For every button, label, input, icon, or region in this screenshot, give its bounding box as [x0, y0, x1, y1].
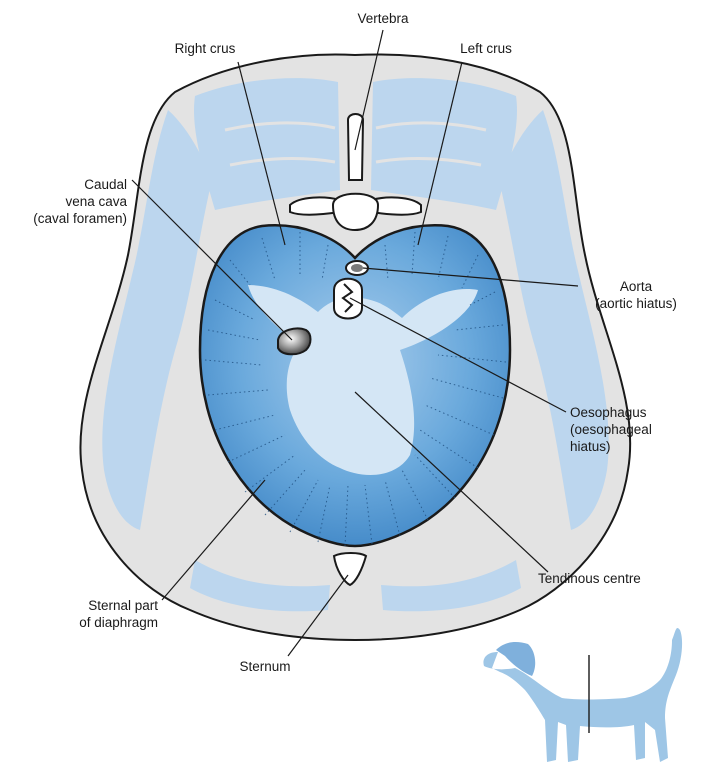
label-oesophagus-line3: hiatus): [570, 438, 700, 455]
label-sternum: Sternum: [220, 658, 310, 675]
label-caudal-vena-cava-line2: vena cava: [10, 193, 127, 210]
label-sternal-part: Sternal part of diaphragm: [30, 597, 158, 631]
label-aorta-line1: Aorta: [566, 278, 706, 295]
label-right-crus: Right crus: [150, 40, 260, 57]
dog-silhouette-icon: [483, 628, 682, 762]
label-tendinous-centre: Tendinous centre: [538, 570, 678, 587]
label-aorta-line2: (aortic hiatus): [566, 295, 706, 312]
label-sternal-part-line2: of diaphragm: [30, 614, 158, 631]
label-oesophagus-line2: (oesophageal: [570, 421, 700, 438]
label-caudal-vena-cava: Caudal vena cava (caval foramen): [10, 176, 127, 227]
caudal-vena-cava-shape: [278, 328, 311, 354]
label-oesophagus-line1: Oesophagus: [570, 404, 700, 421]
label-sternal-part-line1: Sternal part: [30, 597, 158, 614]
label-left-crus: Left crus: [436, 40, 536, 57]
epaxial-muscle-right: [371, 78, 517, 210]
oesophagus-shape: [334, 279, 362, 319]
label-vertebra: Vertebra: [348, 10, 418, 27]
label-caudal-vena-cava-line1: Caudal: [10, 176, 127, 193]
label-oesophagus: Oesophagus (oesophageal hiatus): [570, 404, 700, 455]
label-caudal-vena-cava-line3: (caval foramen): [10, 210, 127, 227]
epaxial-muscle-left: [194, 78, 340, 210]
label-aorta: Aorta (aortic hiatus): [566, 278, 706, 312]
